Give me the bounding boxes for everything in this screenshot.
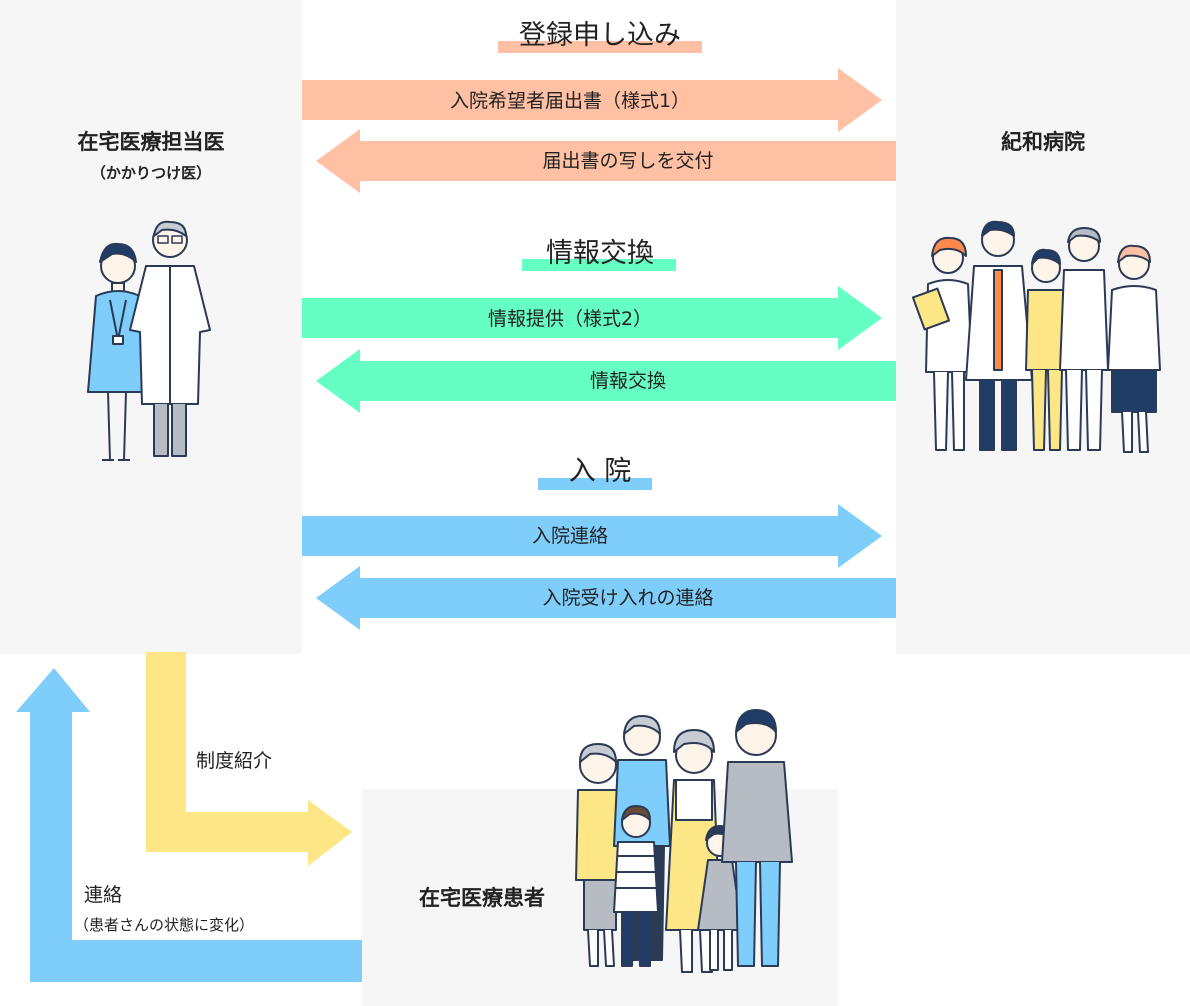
info-exchange-title-highlight	[522, 259, 676, 271]
registration-title-highlight	[498, 41, 702, 53]
doctor-and-nurse-illustration	[87, 220, 211, 461]
arrow-left-registration	[316, 129, 896, 193]
arrow-label-info-exchange: 情報交換	[589, 370, 666, 392]
referral-label: 制度紹介	[196, 750, 273, 772]
arrow-referral	[146, 652, 352, 866]
admission-title-highlight	[538, 478, 652, 490]
home-doctor-title: 在宅医療担当医	[77, 130, 225, 154]
hospital-staff-group-illustration	[911, 220, 1161, 453]
patient-family-group-illustration	[575, 709, 793, 973]
arrow-label-form-copy: 届出書の写しを交付	[542, 150, 714, 172]
arrow-label-admission-accept: 入院受け入れの連絡	[542, 587, 714, 609]
registration-title: 登録申し込み	[519, 20, 681, 51]
arrow-right-registration	[302, 68, 882, 132]
home-doctor-subtitle: （かかりつけ医）	[90, 164, 212, 182]
contact-label: 連絡	[84, 884, 123, 906]
arrow-label-request-form: 入院希望者届出書（様式1）	[449, 90, 691, 112]
contact-note: （患者さんの状態に変化）	[74, 916, 255, 934]
patient-title: 在宅医療患者	[419, 886, 545, 910]
arrow-label-admission-contact: 入院連絡	[531, 525, 608, 547]
arrow-left-info	[316, 349, 896, 413]
admission-title: 入 院	[568, 456, 632, 487]
arrow-left-admission	[316, 566, 896, 630]
arrow-label-info-provide: 情報提供（様式2）	[487, 308, 653, 330]
info-exchange-title: 情報交換	[546, 238, 654, 269]
arrow-contact	[16, 668, 362, 982]
arrow-right-admission	[302, 504, 882, 568]
arrow-right-info	[302, 286, 882, 350]
hospital-title: 紀和病院	[1001, 130, 1085, 154]
